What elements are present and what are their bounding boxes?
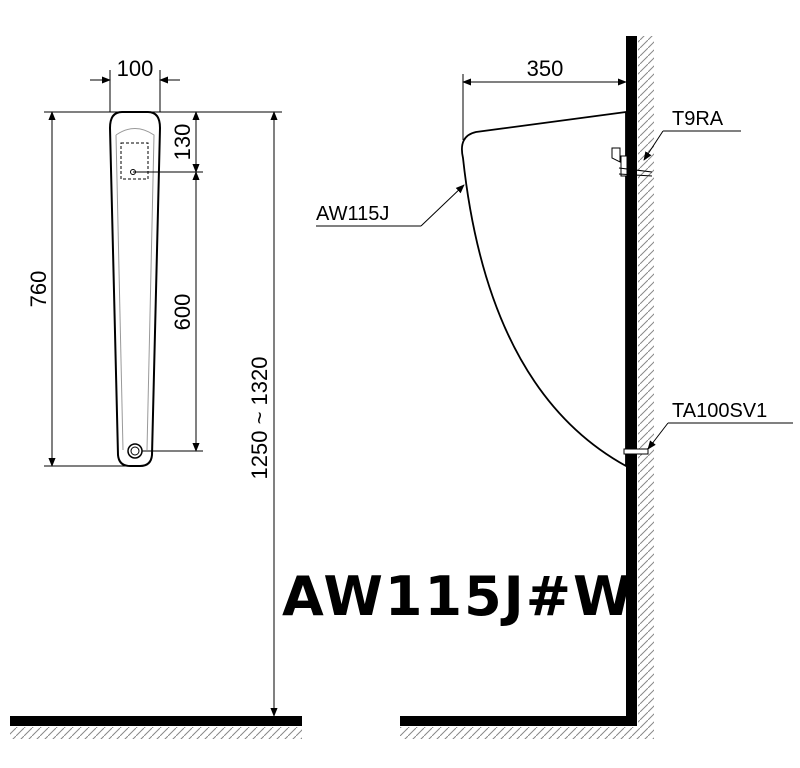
hanger-plate bbox=[120, 142, 149, 180]
outlet-circle-inner bbox=[130, 446, 140, 456]
dim-width-label: 100 bbox=[117, 56, 154, 81]
label-outlet: TA100SV1 bbox=[672, 400, 767, 422]
label-body: AW115J bbox=[316, 203, 389, 225]
wall bbox=[626, 36, 637, 726]
wall-hatch bbox=[638, 36, 654, 739]
leader-hanger-angle bbox=[643, 130, 664, 161]
floor-right bbox=[400, 716, 637, 726]
leader-body-angle bbox=[420, 184, 465, 227]
dim-projection-label: 350 bbox=[527, 56, 564, 81]
floor-right-hatch bbox=[400, 727, 638, 739]
dim-130-label: 130 bbox=[170, 124, 195, 161]
model-code: AW115J#W bbox=[282, 565, 635, 628]
dim-height-label: 760 bbox=[26, 271, 51, 308]
outlet-fitting bbox=[623, 448, 649, 455]
hanger-bracket bbox=[611, 147, 653, 177]
dim-600-label: 600 bbox=[170, 294, 195, 331]
floor-left-hatch bbox=[10, 727, 302, 739]
side-view: 350 AW115J T9RA TA100SV1 bbox=[316, 36, 793, 739]
front-view: 100 760 130 600 1250 ~ 1320 bbox=[10, 56, 302, 739]
dim-mount-label: 1250 ~ 1320 bbox=[247, 357, 272, 480]
label-hanger: T9RA bbox=[672, 108, 724, 130]
urinal-front-outline bbox=[108, 111, 162, 467]
floor-left bbox=[10, 716, 302, 726]
leader-outlet-angle bbox=[647, 422, 669, 450]
urinal-side-outline bbox=[461, 110, 627, 468]
urinal-front-inner-left bbox=[115, 134, 124, 451]
urinal-front-inner bbox=[115, 128, 155, 451]
